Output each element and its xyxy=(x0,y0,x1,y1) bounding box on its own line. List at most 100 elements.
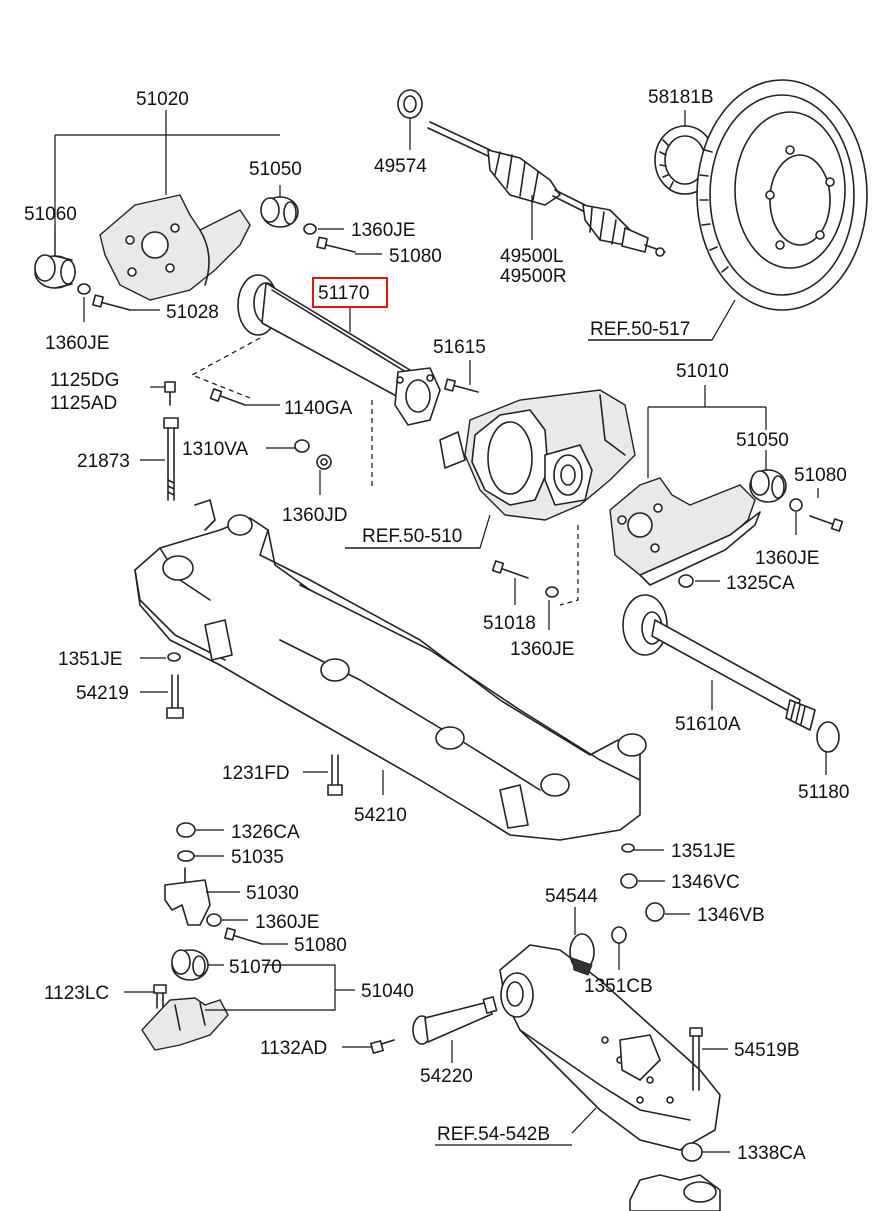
label-51035[interactable]: 51035 xyxy=(231,847,284,868)
drive-shaft-49500[interactable] xyxy=(427,121,666,257)
bushing-51060[interactable] xyxy=(34,254,76,289)
label-51080-a[interactable]: 51080 xyxy=(389,246,442,267)
label-51020[interactable]: 51020 xyxy=(136,89,189,110)
bolt-1231fd[interactable] xyxy=(327,754,343,796)
label-1360je-d[interactable]: 1360JE xyxy=(510,639,574,660)
differential-carrier-ref-50-510[interactable] xyxy=(439,389,636,521)
bolt-51615[interactable] xyxy=(444,378,479,393)
mount-bracket-51010[interactable] xyxy=(609,477,761,586)
bushing-51070[interactable] xyxy=(171,949,209,981)
label-ref-50-517[interactable]: REF.50-517 xyxy=(590,319,690,340)
nut-1338ca[interactable] xyxy=(681,1142,703,1162)
bolt-51018[interactable] xyxy=(491,560,529,579)
label-51060[interactable]: 51060 xyxy=(24,204,77,225)
label-51050-right[interactable]: 51050 xyxy=(736,430,789,451)
label-1310va[interactable]: 1310VA xyxy=(182,439,249,460)
bracket-51030[interactable] xyxy=(164,867,211,926)
bolt-51080-b[interactable] xyxy=(809,515,844,532)
label-58181b[interactable]: 58181B xyxy=(648,87,714,108)
label-51030[interactable]: 51030 xyxy=(246,883,299,904)
label-51080-b[interactable]: 51080 xyxy=(794,465,847,486)
label-54544[interactable]: 54544 xyxy=(545,886,598,907)
label-51170[interactable]: 51170 xyxy=(318,283,369,304)
label-51028[interactable]: 51028 xyxy=(166,302,219,323)
lower-arm-ref-54-542b[interactable] xyxy=(499,944,721,1151)
bushing-51050-top[interactable] xyxy=(260,196,299,228)
label-51080-c[interactable]: 51080 xyxy=(294,935,347,956)
bolt-54220[interactable] xyxy=(412,996,498,1045)
label-1123lc[interactable]: 1123LC xyxy=(44,983,109,1004)
seal-51180[interactable] xyxy=(816,721,840,753)
brake-disc-ref-50-517[interactable] xyxy=(696,79,868,311)
label-51050-top[interactable]: 51050 xyxy=(249,159,302,180)
label-1360je-c[interactable]: 1360JE xyxy=(755,548,819,569)
label-1360je-e[interactable]: 1360JE xyxy=(255,912,319,933)
label-1351je-b[interactable]: 1351JE xyxy=(671,841,735,862)
bolt-54519b[interactable] xyxy=(689,1027,703,1091)
seal-49574[interactable] xyxy=(397,89,423,119)
label-54519b[interactable]: 54519B xyxy=(734,1040,800,1061)
label-1326ca[interactable]: 1326CA xyxy=(231,822,300,843)
bolt-51028[interactable] xyxy=(92,294,131,311)
washer-1351je-a[interactable] xyxy=(167,652,181,662)
bolt-1132ad[interactable] xyxy=(370,1039,395,1054)
label-1360jd[interactable]: 1360JD xyxy=(282,505,348,526)
washer-1351cb[interactable] xyxy=(611,926,627,944)
label-54210[interactable]: 54210 xyxy=(354,805,407,826)
label-ref-54-542b[interactable]: REF.54-542B xyxy=(437,1124,550,1145)
washer-1351je-b[interactable] xyxy=(621,843,635,853)
label-51180[interactable]: 51180 xyxy=(798,782,849,803)
label-51040[interactable]: 51040 xyxy=(361,981,414,1002)
label-1360je-a[interactable]: 1360JE xyxy=(351,220,415,241)
label-1325ca[interactable]: 1325CA xyxy=(726,573,795,594)
washer-1360je-a[interactable] xyxy=(303,223,317,235)
bolt-51080-c[interactable] xyxy=(224,927,263,945)
washer-1360je-e[interactable] xyxy=(206,913,222,927)
label-ref-50-510[interactable]: REF.50-510 xyxy=(362,526,462,547)
bolt-54219[interactable] xyxy=(166,674,184,719)
label-54220[interactable]: 54220 xyxy=(420,1066,473,1087)
label-1132ad[interactable]: 1132AD xyxy=(260,1038,327,1059)
washer-51035[interactable] xyxy=(177,850,195,862)
label-21873[interactable]: 21873 xyxy=(77,451,130,472)
washer-1360je-b[interactable] xyxy=(77,283,91,295)
label-51070[interactable]: 51070 xyxy=(229,957,282,978)
washer-1360je-c[interactable] xyxy=(789,498,803,512)
bump-stop-54544[interactable] xyxy=(569,933,595,976)
axle-shaft-51610a[interactable] xyxy=(622,594,816,731)
bolt-51080-a[interactable] xyxy=(316,236,356,253)
label-1360je-b[interactable]: 1360JE xyxy=(45,333,109,354)
bolt-1140ga[interactable] xyxy=(209,388,246,406)
nut-1310va[interactable] xyxy=(294,439,310,453)
stud-21873[interactable] xyxy=(163,417,179,501)
label-1140ga[interactable]: 1140GA xyxy=(284,398,353,419)
crossmember-54210[interactable] xyxy=(134,499,647,841)
washer-1360je-d[interactable] xyxy=(545,586,559,598)
label-51610a[interactable]: 51610A xyxy=(675,714,741,735)
bolt-1123lc[interactable] xyxy=(153,984,167,1009)
label-51018[interactable]: 51018 xyxy=(483,613,536,634)
mount-bracket-51020[interactable] xyxy=(99,194,251,301)
label-1125ad[interactable]: 1125AD xyxy=(50,393,117,414)
label-1351je-a[interactable]: 1351JE xyxy=(58,649,122,670)
bushing-51050-right[interactable] xyxy=(749,469,787,503)
nut-1346vc[interactable] xyxy=(620,873,638,889)
label-1231fd[interactable]: 1231FD xyxy=(222,763,290,784)
label-1351cb[interactable]: 1351CB xyxy=(584,976,653,997)
label-51615[interactable]: 51615 xyxy=(433,337,486,358)
label-49500r[interactable]: 49500R xyxy=(500,266,567,287)
axle-tube-51170[interactable] xyxy=(237,274,441,426)
nut-1346vb[interactable] xyxy=(645,902,665,922)
label-1338ca[interactable]: 1338CA xyxy=(737,1143,806,1164)
nut-1326ca[interactable] xyxy=(176,822,196,838)
label-49574[interactable]: 49574 xyxy=(374,156,427,177)
label-54219[interactable]: 54219 xyxy=(76,683,129,704)
label-1346vb[interactable]: 1346VB xyxy=(697,905,765,926)
bolt-1125dg[interactable] xyxy=(164,381,176,406)
nut-1325ca[interactable] xyxy=(678,574,694,588)
washer-1360jd[interactable] xyxy=(316,454,332,470)
bracket-51040[interactable] xyxy=(141,997,229,1051)
label-1346vc[interactable]: 1346VC xyxy=(671,872,740,893)
label-49500l[interactable]: 49500L xyxy=(500,246,563,267)
label-51010[interactable]: 51010 xyxy=(676,361,729,382)
